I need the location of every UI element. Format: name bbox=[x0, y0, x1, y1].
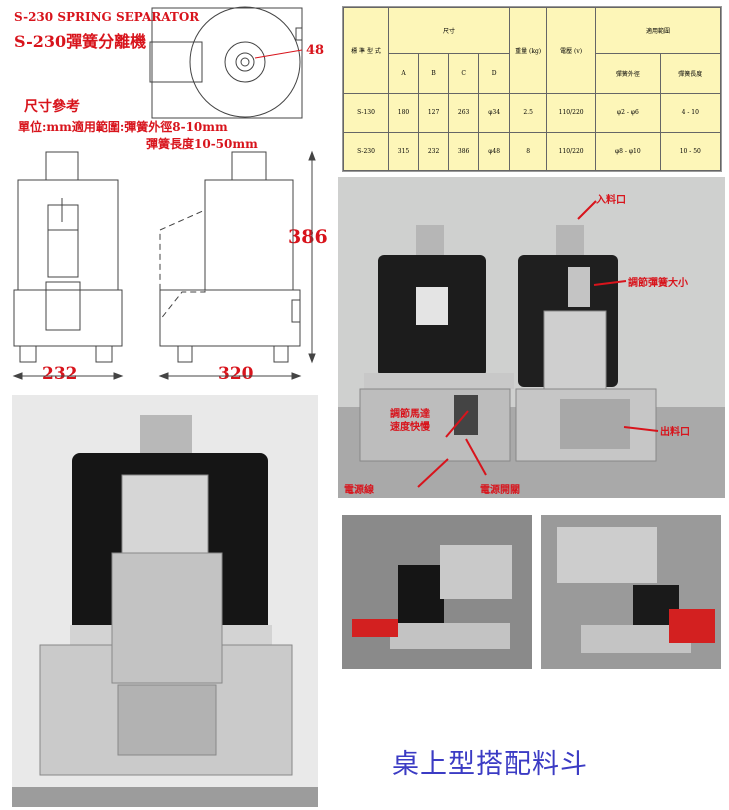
cell-length: 10 - 50 bbox=[659, 131, 722, 171]
label-inlet: 入料口 bbox=[596, 195, 626, 206]
label-adjust-spring-size: 調節彈簧大小 bbox=[628, 278, 688, 289]
top-view-drum bbox=[189, 6, 301, 118]
cell-voltage: 110/220 bbox=[546, 131, 597, 171]
caption-desktop-hopper: 桌上型搭配料斗 bbox=[392, 749, 588, 780]
col-d: D bbox=[478, 53, 511, 94]
technical-drawing: S-230 SPRING SEPARATOR S-230彈簧分離機 48 尺寸參… bbox=[0, 0, 335, 392]
label-power-switch: 電源開關 bbox=[480, 485, 520, 496]
cell-d: φ48 bbox=[478, 131, 511, 171]
line-drawing bbox=[12, 6, 316, 380]
hopper-illustration-right bbox=[541, 515, 721, 669]
front-machine-photo bbox=[12, 395, 318, 807]
spec-table: 標 準 型 式 尺寸 重量 (kg) 電壓 (v) 適用範圍 A B C D 彈… bbox=[342, 6, 722, 172]
header-weight: 重量 (kg) bbox=[509, 7, 548, 94]
label-outlet: 出料口 bbox=[660, 427, 690, 438]
hopper-illustration-left bbox=[342, 515, 532, 669]
table-row: S-230 315 232 386 φ48 8 110/220 φ8 - φ10… bbox=[343, 131, 722, 171]
label-motor-speed-line1: 調節馬達 bbox=[390, 409, 430, 420]
cell-c: 263 bbox=[448, 93, 480, 133]
hopper-setup-photo-left bbox=[342, 515, 532, 669]
cell-b: 232 bbox=[418, 131, 450, 171]
machine-illustration bbox=[338, 200, 725, 498]
col-c: C bbox=[448, 53, 480, 94]
cell-outer-diameter: φ8 - φ10 bbox=[595, 131, 661, 171]
spring-length-text: 彈簧長度10-50mm bbox=[146, 137, 258, 151]
cell-voltage: 110/220 bbox=[546, 93, 597, 133]
cell-d: φ34 bbox=[478, 93, 511, 133]
front-machine-illustration bbox=[12, 395, 318, 807]
table-row: S-130 180 127 263 φ34 2.5 110/220 φ2 - φ… bbox=[343, 93, 722, 133]
cell-model: S-130 bbox=[343, 93, 389, 133]
header-range: 適用範圍 bbox=[595, 7, 721, 54]
col-outer-diameter: 彈簧外徑 bbox=[595, 53, 661, 94]
dimension-height: 386 bbox=[288, 226, 328, 248]
cell-c: 386 bbox=[448, 131, 480, 171]
cell-model: S-230 bbox=[343, 131, 389, 171]
cell-weight: 8 bbox=[509, 131, 548, 171]
unit-range-text: 單位:mm適用範圍:彈簧外徑8-10mm bbox=[18, 120, 228, 134]
english-title: S-230 SPRING SEPARATOR bbox=[14, 10, 200, 24]
cell-outer-diameter: φ2 - φ6 bbox=[595, 93, 661, 133]
header-size: 尺寸 bbox=[387, 7, 511, 54]
size-reference-heading: 尺寸參考 bbox=[24, 99, 80, 115]
chinese-title: S-230彈簧分離機 bbox=[14, 32, 147, 51]
cell-length: 4 - 10 bbox=[659, 93, 722, 133]
cell-a: 180 bbox=[387, 93, 420, 133]
cell-b: 127 bbox=[418, 93, 450, 133]
top-view-outline bbox=[151, 7, 303, 119]
label-motor-speed-line2: 速度快慢 bbox=[390, 422, 430, 433]
cell-weight: 2.5 bbox=[509, 93, 548, 133]
col-a: A bbox=[387, 53, 420, 94]
callout-48: 48 bbox=[306, 43, 325, 58]
col-b: B bbox=[418, 53, 450, 94]
hopper-setup-photo-right bbox=[541, 515, 721, 669]
label-power-cord: 電源線 bbox=[344, 485, 374, 496]
header-voltage: 電壓 (v) bbox=[546, 7, 597, 94]
header-model: 標 準 型 式 bbox=[343, 7, 389, 94]
cell-a: 315 bbox=[387, 131, 420, 171]
dimension-depth: 320 bbox=[218, 364, 254, 384]
col-length: 彈簧長度 bbox=[659, 53, 722, 94]
dimension-width: 232 bbox=[42, 364, 78, 384]
labeled-machine-photo: 入料口 調節彈簧大小 調節馬達 速度快慢 出料口 電源線 電源開關 bbox=[338, 177, 725, 498]
